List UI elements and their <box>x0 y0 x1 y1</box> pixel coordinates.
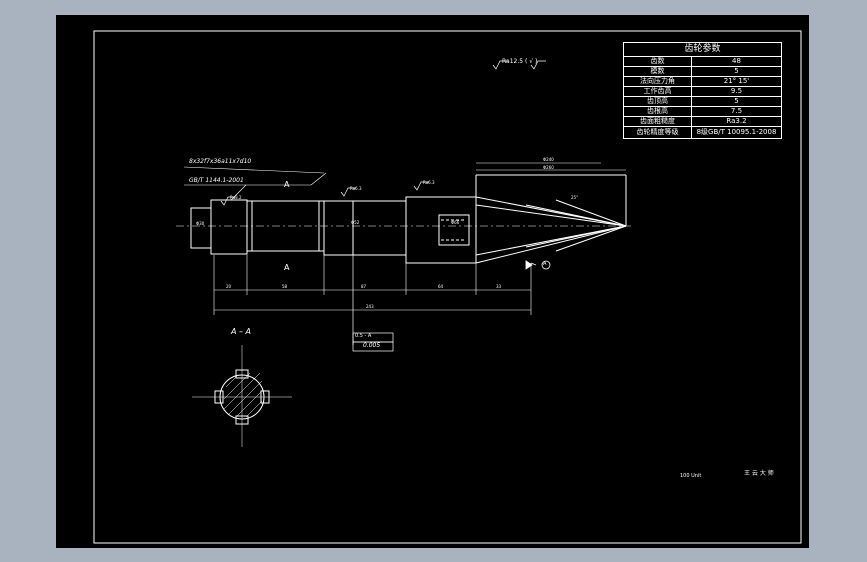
roughness-1: Ra3.2 <box>230 195 242 200</box>
shaft-body <box>190 174 627 264</box>
dim-33: 33 <box>496 284 502 289</box>
spline-spec-label: 8x32f7x36a11x7d10 <box>189 158 252 165</box>
dim-20: 20 <box>226 284 232 289</box>
cone-dim-260: Φ260 <box>543 165 554 170</box>
scale-note: 100 Unit <box>680 473 702 479</box>
view-mark-top: A <box>284 180 290 189</box>
section-view <box>192 345 292 447</box>
shaft-right-section <box>405 196 477 264</box>
dia-52: Φ52 <box>351 220 360 225</box>
dim-243: 243 <box>366 304 374 309</box>
tolerance-frame <box>352 255 394 352</box>
drawing-frame <box>93 30 802 544</box>
shaft-bore <box>438 214 470 246</box>
view-mark-bottom: A <box>284 263 290 272</box>
datum-label: A <box>543 261 547 267</box>
shaft-end-left <box>190 207 212 249</box>
roughness-3: Ra6.3 <box>423 180 435 185</box>
dia-66: Φ66 <box>451 220 460 225</box>
dia-30: Φ30 <box>196 221 205 226</box>
section-hatching <box>223 372 263 418</box>
title-signature: 王 云 大 师 <box>744 470 774 477</box>
spline-standard-label: GB/T 1144.1-2001 <box>189 177 244 184</box>
datum-marker <box>525 260 551 270</box>
shaft-middle-section <box>323 200 407 256</box>
tolerance-bottom: 0.005 <box>363 342 381 349</box>
gear-table-title: 齿轮参数 <box>624 43 781 57</box>
roughness-general: Ra12.5 ( √ ) <box>502 58 538 65</box>
drawing-sheet <box>93 30 802 544</box>
dimension-lines <box>213 162 626 315</box>
dim-64: 64 <box>438 284 444 289</box>
roughness-symbols <box>220 60 546 206</box>
shaft-spline-left <box>210 199 248 255</box>
dim-58: 58 <box>282 284 288 289</box>
section-label: A – A <box>231 327 252 336</box>
dim-87: 87 <box>361 284 367 289</box>
roughness-2: Ra6.3 <box>350 186 362 191</box>
tolerance-top: 0.5 - A <box>355 333 372 339</box>
cone-dim-240: Φ240 <box>543 157 554 162</box>
spline-leader <box>183 166 327 201</box>
cone-angle: 25° <box>571 195 579 200</box>
